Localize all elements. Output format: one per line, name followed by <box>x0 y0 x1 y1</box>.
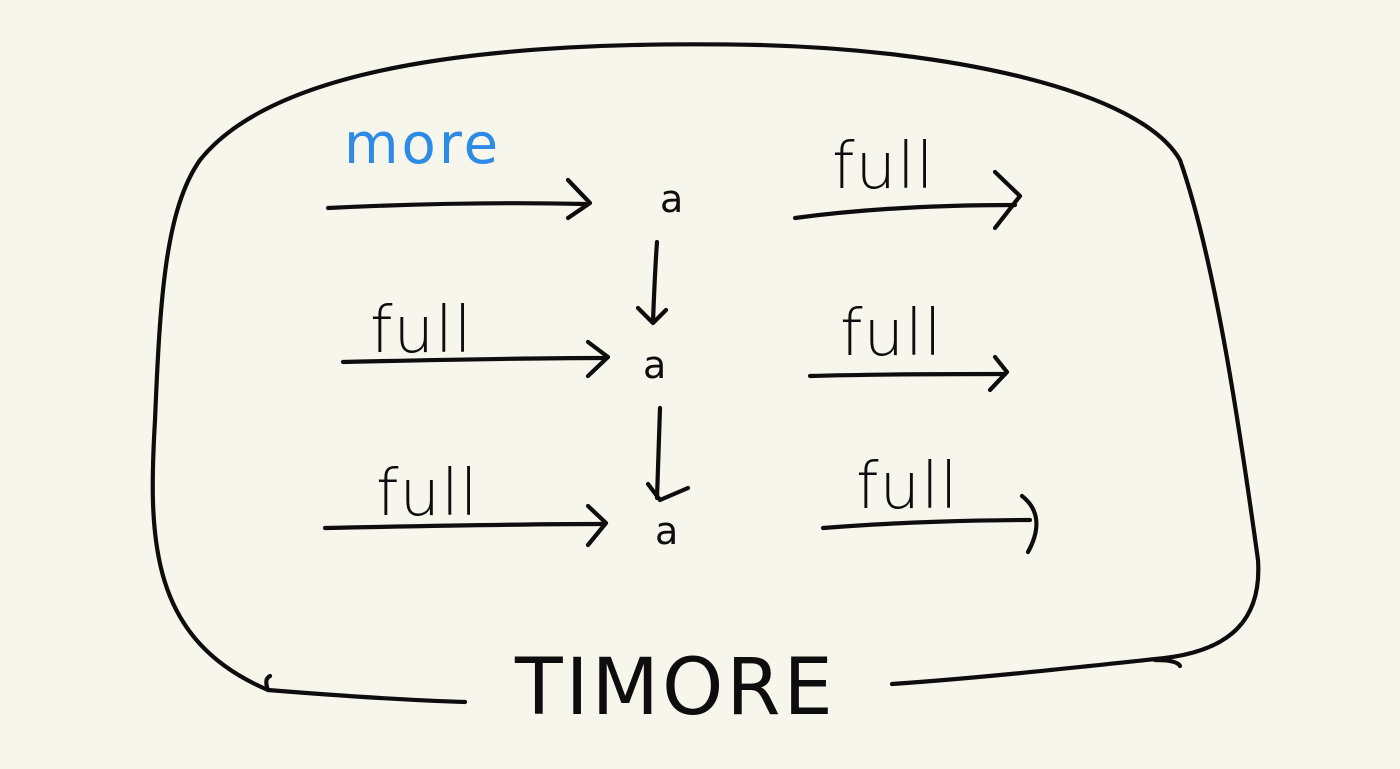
node-1-label: a <box>660 177 683 221</box>
outgoing-arrow-2 <box>807 354 1010 393</box>
node-2-label: a <box>643 343 666 387</box>
boundary-tail-right <box>1152 657 1183 669</box>
outgoing-label-3: full <box>856 450 959 524</box>
boundary-outline <box>150 42 1261 705</box>
node-3-label: a <box>655 509 678 553</box>
incoming-label-3: full <box>376 457 479 531</box>
incoming-arrow-1 <box>325 177 593 221</box>
outgoing-label-2: full <box>840 297 943 371</box>
outgoing-arrow-1 <box>792 169 1023 231</box>
incoming-label-2: full <box>370 294 473 368</box>
incoming-label-1: more <box>344 112 501 177</box>
boundary-tail-left <box>264 673 273 693</box>
outgoing-label-1: full <box>832 130 935 204</box>
outgoing-arrow-3 <box>820 493 1039 555</box>
diagram-title: TIMORE <box>514 643 836 733</box>
incoming-arrow-2 <box>340 339 611 379</box>
internal-arrow-1-2 <box>635 239 669 326</box>
incoming-arrow-3 <box>322 503 609 548</box>
internal-arrow-2-3 <box>645 405 691 503</box>
